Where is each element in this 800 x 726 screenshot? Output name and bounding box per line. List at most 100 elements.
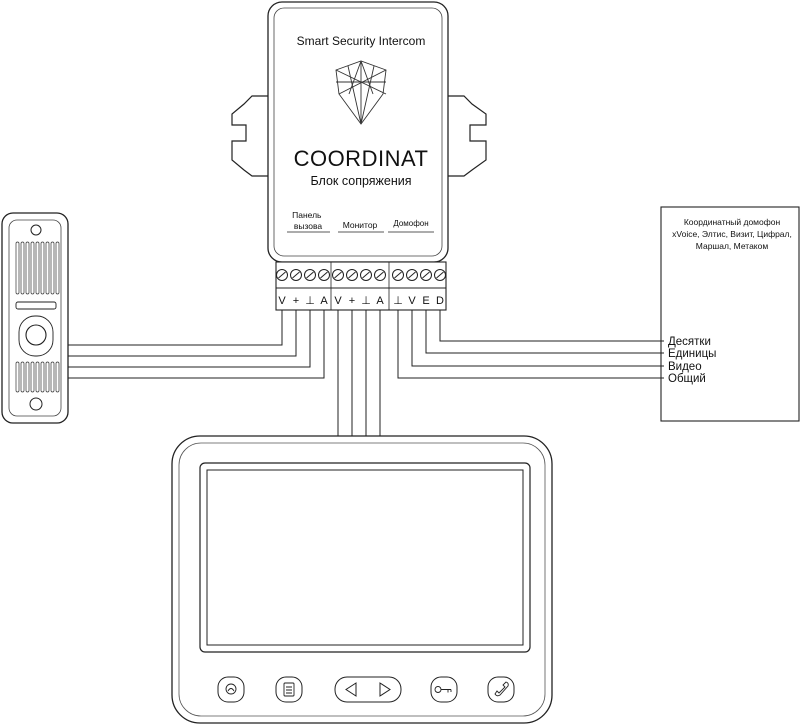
grille-rib (15, 241, 20, 295)
grille-rib (45, 241, 50, 295)
monitor-button-intercom[interactable] (217, 676, 245, 703)
camera-icon (30, 224, 42, 236)
wire-panel-plus (68, 310, 297, 357)
terminal-label: ⊥ (361, 295, 371, 307)
wire-label-video: Видео (668, 361, 702, 373)
screw-cover-icon (29, 397, 43, 411)
terminal-label: A (320, 295, 328, 307)
terminal-label: V (278, 295, 286, 307)
grille-rib (20, 241, 25, 295)
grille-rib (15, 361, 20, 393)
button-recess (18, 315, 54, 357)
grille-rib (35, 361, 40, 393)
grille-rib (30, 241, 35, 295)
screw-slot (334, 271, 342, 279)
shield-icon (335, 60, 387, 125)
screw-slot (362, 271, 370, 279)
unit-subtitle: Блок сопряжения (310, 174, 411, 188)
monitor-button-unlock[interactable] (430, 676, 458, 703)
wire-label-common: Общий (668, 373, 706, 385)
screw-slot (436, 271, 444, 279)
terminal-label: V (408, 295, 416, 307)
terminal-label: + (293, 295, 299, 307)
call-panel (1, 212, 69, 424)
wire-panel-v (68, 310, 283, 346)
section-label-monitor: Монитор (343, 220, 378, 230)
coordinate-intercom: Координатный домофон xVoice, Элтис, Визи… (660, 206, 800, 422)
menu-icon (283, 682, 295, 697)
grille-rib (25, 241, 30, 295)
screw-slot (306, 271, 314, 279)
grille-rib (20, 361, 25, 393)
name-plate (15, 301, 57, 310)
terminal-label: V (334, 295, 342, 307)
right-mounting-ear (448, 95, 487, 177)
coordinate-intercom-box (660, 206, 800, 422)
grille-rib (35, 241, 40, 295)
arrow-right-icon[interactable] (379, 682, 391, 697)
screw-slot (292, 271, 300, 279)
monitor-button-call[interactable] (487, 676, 515, 703)
terminal-label: E (422, 295, 429, 307)
call-panel-body (1, 212, 69, 424)
lower-grille (15, 361, 60, 393)
section-label-intercom: Домофон (393, 219, 428, 228)
arrow-left-icon[interactable] (345, 682, 357, 697)
interface-unit: Smart Security Intercom COORDINAT Блок с… (231, 1, 487, 263)
phone-icon (494, 681, 509, 697)
unit-header: Smart Security Intercom (297, 34, 426, 48)
screw-slot (376, 271, 384, 279)
monitor-bezel (178, 442, 546, 717)
wire-label-units: Единицы (668, 348, 716, 360)
terminal-label: D (436, 295, 444, 307)
grille-rib (40, 241, 45, 295)
wire-intercom-e (425, 310, 664, 354)
wire-intercom-d (439, 310, 664, 342)
grille-rib (25, 361, 30, 393)
grille-rib (50, 241, 55, 295)
left-mounting-ear (231, 95, 268, 177)
terminal-screws (276, 269, 446, 281)
monitor-button-navigation[interactable] (334, 676, 402, 703)
wire-label-tens: Десятки (668, 336, 711, 348)
unit-inner-frame (273, 7, 443, 257)
wires (68, 310, 664, 436)
terminal-label: ⊥ (393, 295, 403, 307)
brand-name: COORDINAT (294, 146, 429, 171)
intercom-icon (225, 683, 237, 695)
call-button[interactable] (25, 324, 47, 346)
coordinate-intercom-title-1: Координатный домофон (684, 217, 781, 227)
terminal-label: + (349, 295, 355, 307)
grille-rib (55, 241, 60, 295)
key-icon (434, 686, 452, 693)
speaker-grille (15, 241, 60, 295)
monitor-button-menu[interactable] (275, 676, 303, 703)
screw-slot (348, 271, 356, 279)
terminal-label: A (376, 295, 384, 307)
call-panel-inner (8, 219, 62, 417)
grille-rib (45, 361, 50, 393)
grille-rib (30, 361, 35, 393)
wire-panel-ground (68, 310, 311, 368)
coordinate-intercom-title-2: xVoice, Элтис, Визит, Цифрал, (672, 229, 792, 239)
terminal-label: ⊥ (305, 295, 315, 307)
monitor-screen (206, 469, 524, 646)
terminal-strip (275, 261, 447, 311)
wire-intercom-v (411, 310, 664, 367)
grille-rib (40, 361, 45, 393)
coordinate-intercom-title-3: Маршал, Метаком (696, 241, 769, 251)
grille-rib (55, 361, 60, 393)
screw-slot (408, 271, 416, 279)
grille-rib (50, 361, 55, 393)
screw-slot (320, 271, 328, 279)
screw-slot (394, 271, 402, 279)
wire-intercom-ground (397, 310, 664, 379)
wire-panel-a (68, 310, 325, 379)
screw-slot (278, 271, 286, 279)
screw-slot (422, 271, 430, 279)
video-monitor (171, 435, 553, 724)
section-label-panel: Панель вызова (292, 210, 324, 231)
